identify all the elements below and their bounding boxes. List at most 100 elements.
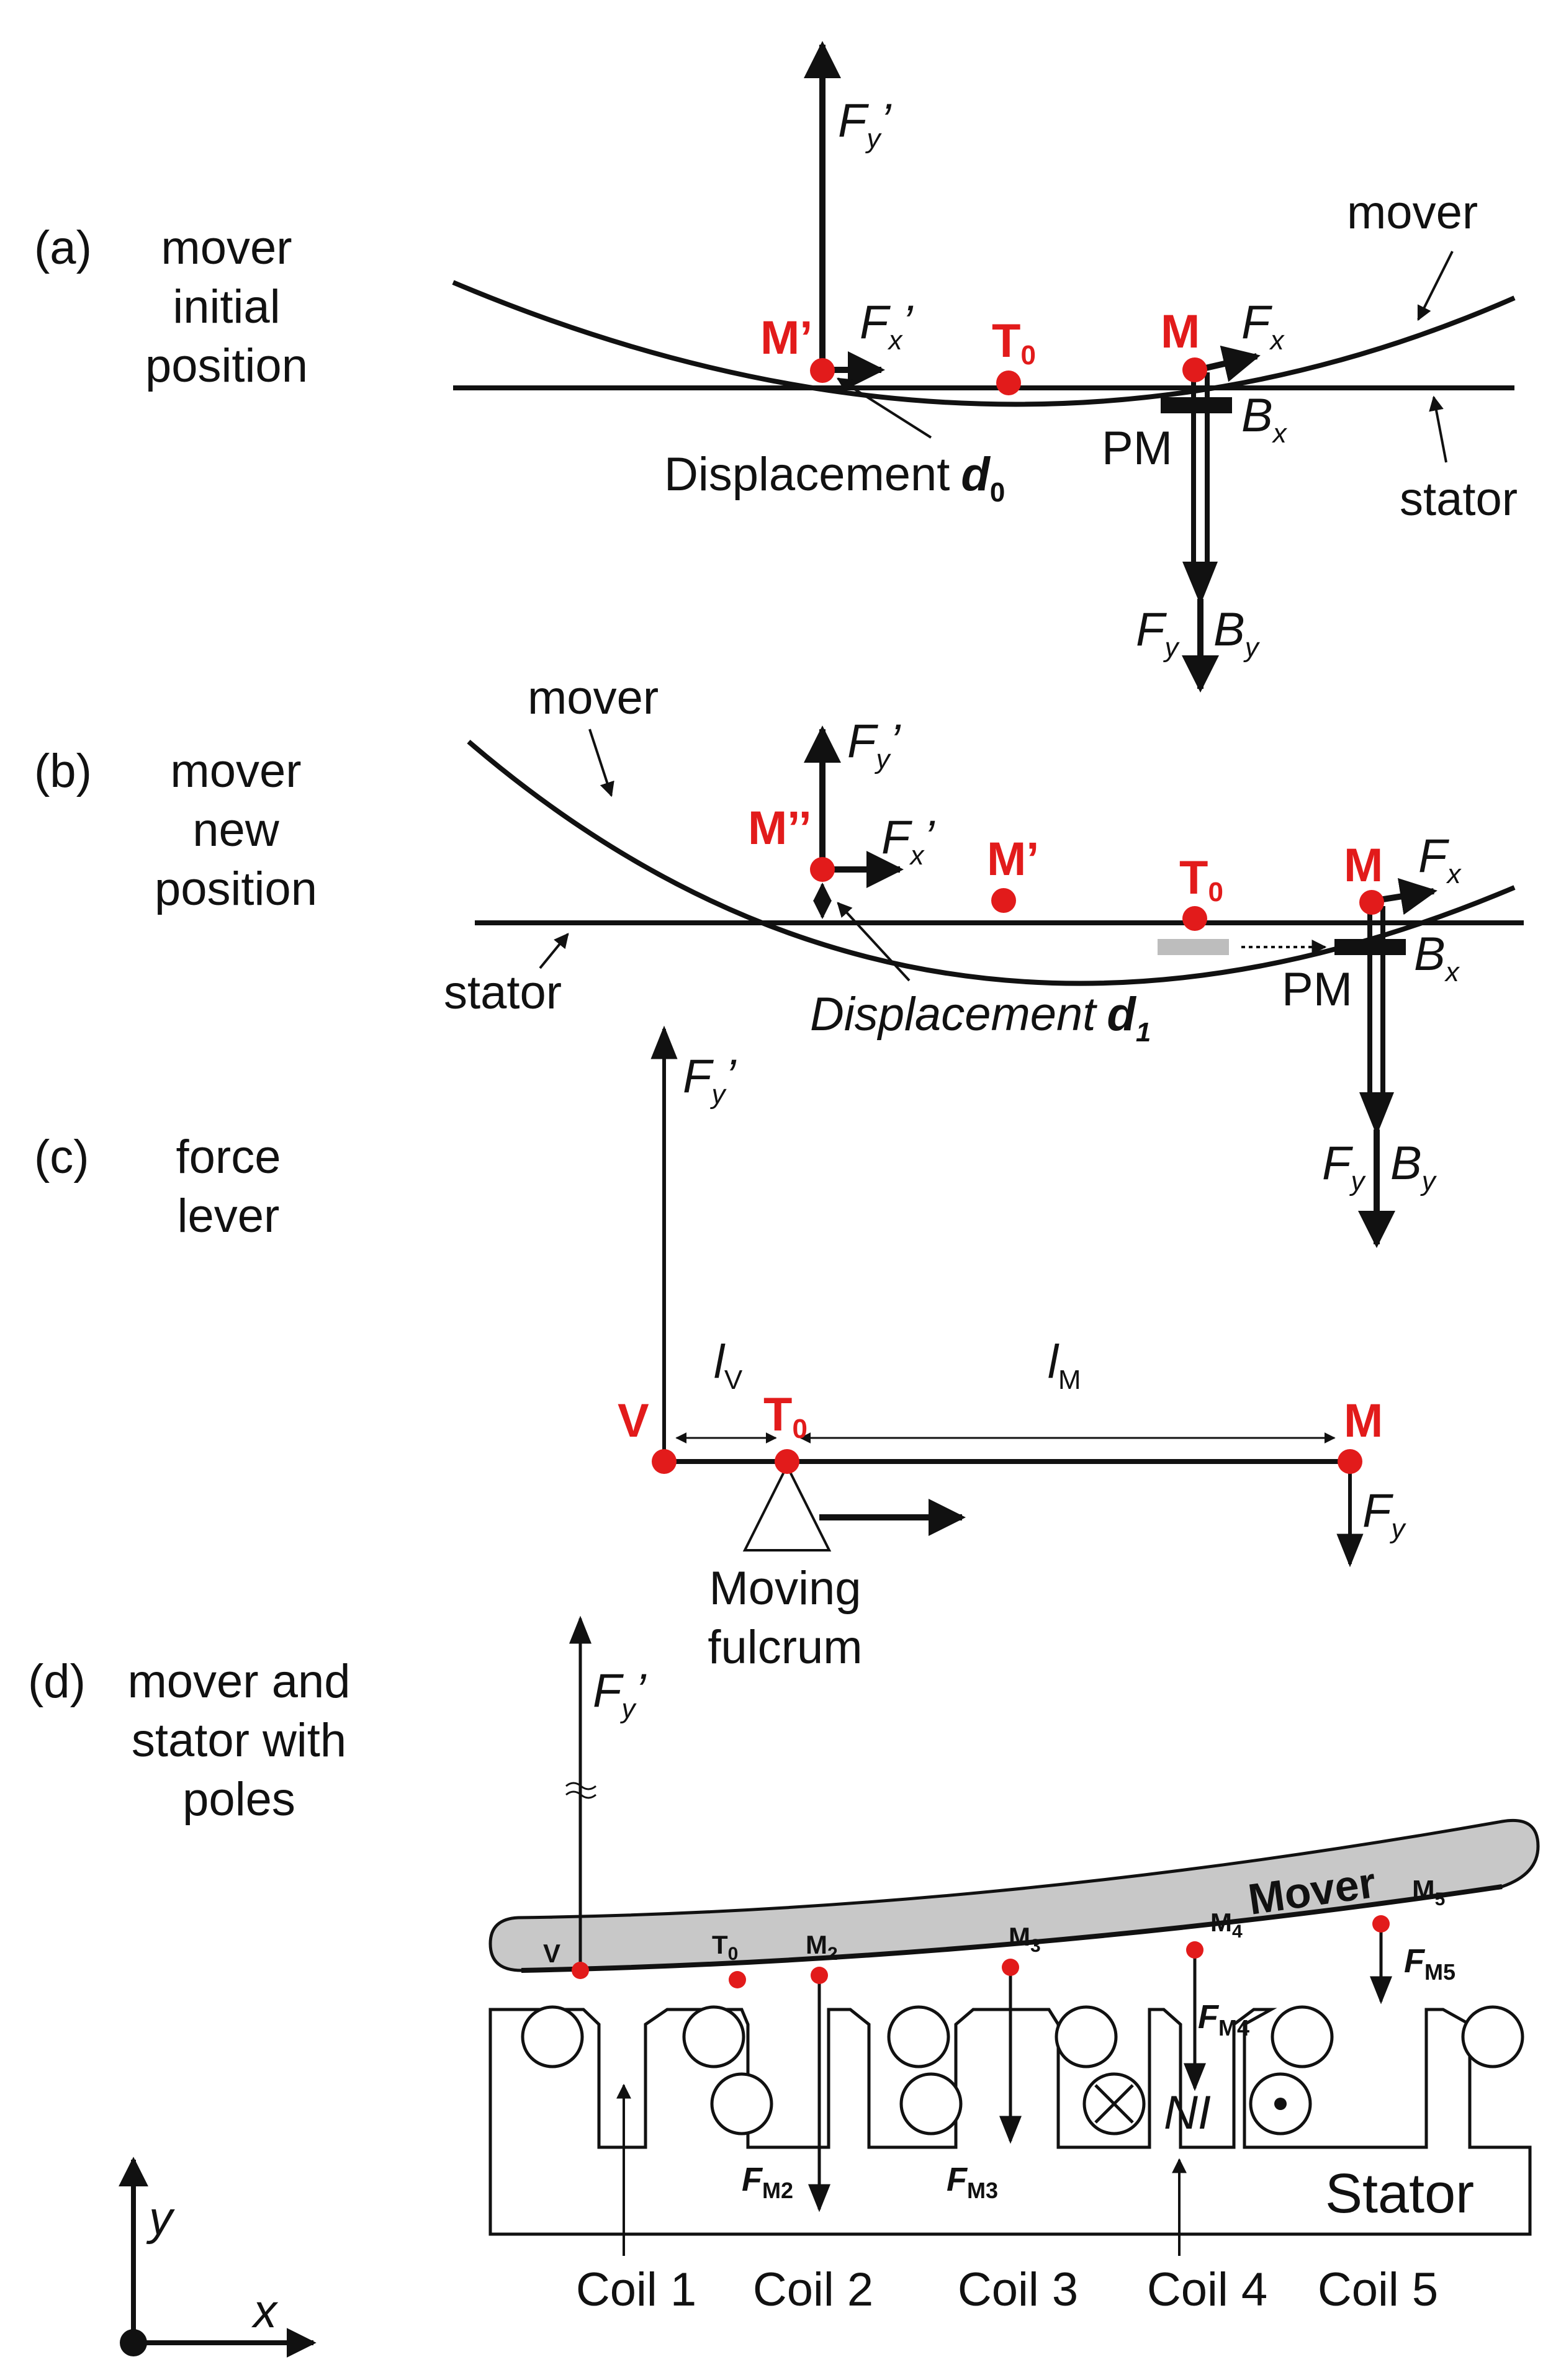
stator-pointer-a bbox=[1429, 395, 1447, 463]
point-m2-d bbox=[811, 1967, 828, 1984]
m4-label-d: M4 bbox=[1210, 1908, 1243, 1942]
panel-d: (d) mover and stator with poles Mover M5… bbox=[28, 1615, 1540, 2316]
fy-arrowhead-b bbox=[1359, 1092, 1394, 1136]
point-m-a bbox=[1182, 357, 1207, 382]
t0-label-c: T0 bbox=[763, 1388, 807, 1444]
fx-label-b: Fx bbox=[1418, 830, 1462, 889]
fy-arrowhead-a bbox=[1182, 562, 1218, 605]
fy-prime-label-b: Fy’ bbox=[847, 715, 901, 775]
mover-label-a: mover bbox=[1347, 186, 1478, 239]
v-label-d: V bbox=[543, 1939, 560, 1968]
panel-c-desc-1: force bbox=[176, 1131, 281, 1183]
point-m3-d bbox=[1002, 1959, 1019, 1976]
panel-c: (c) force lever Fy’ lV lM Moving fulcrum… bbox=[34, 1025, 1406, 1674]
point-m-c bbox=[1338, 1449, 1362, 1474]
panel-a-desc-2: initial bbox=[173, 281, 280, 333]
mover-curve-a bbox=[452, 280, 1516, 407]
displacement-pointer-b bbox=[837, 902, 911, 982]
stator-label-d: Stator bbox=[1325, 2163, 1474, 2225]
m-label-a: M bbox=[1161, 305, 1200, 358]
fx-label-a: Fx bbox=[1241, 296, 1285, 356]
panel-b-desc-2: new bbox=[192, 804, 280, 856]
by-label-a: By bbox=[1213, 603, 1261, 663]
t0-label-d: T0 bbox=[712, 1930, 738, 1964]
break-mark-icon bbox=[565, 1782, 596, 1799]
point-t0-a bbox=[996, 370, 1021, 395]
m2-label-d: M2 bbox=[806, 1930, 838, 1964]
m-label-b: M bbox=[1344, 839, 1383, 892]
x-axis-label: x bbox=[251, 2285, 279, 2338]
point-m5-d bbox=[1372, 1915, 1390, 1933]
point-m-dprime-b bbox=[810, 857, 835, 882]
coil4-conductor-a bbox=[1055, 2005, 1118, 2068]
coil6-conductor bbox=[1461, 2005, 1524, 2068]
coil3-conductor-b bbox=[899, 2072, 963, 2135]
panel-d-tag: (d) bbox=[28, 1655, 86, 1708]
m-prime-label-b: M’ bbox=[987, 833, 1039, 886]
point-t0-b bbox=[1182, 906, 1207, 931]
coil3-conductor-a bbox=[887, 2005, 950, 2068]
coil5-label: Coil 5 bbox=[1318, 2263, 1438, 2316]
pm-label-a: PM bbox=[1102, 422, 1172, 475]
origin-dot-icon bbox=[120, 2329, 147, 2356]
fm4-label-d: FM4 bbox=[1198, 1998, 1249, 2041]
coordinate-axes: y x bbox=[119, 2157, 317, 2358]
t0-label-a: T0 bbox=[992, 315, 1036, 370]
coil3-label: Coil 3 bbox=[958, 2263, 1078, 2316]
ni-label-d: NI bbox=[1164, 2086, 1211, 2139]
fulcrum-label-2-c: fulcrum bbox=[708, 1621, 862, 1674]
coil4-label: Coil 4 bbox=[1147, 2263, 1267, 2316]
bx-label-a: Bx bbox=[1241, 389, 1288, 449]
m5-label-d: M5 bbox=[1412, 1875, 1445, 1910]
lv-label-c: lV bbox=[714, 1336, 743, 1395]
bx-label-b: Bx bbox=[1414, 928, 1460, 987]
point-v-c bbox=[652, 1449, 677, 1474]
fulcrum-triangle-c bbox=[742, 1463, 832, 1551]
panel-b-desc-3: position bbox=[155, 863, 317, 915]
point-m-b bbox=[1359, 890, 1384, 915]
point-t0-d bbox=[729, 1971, 746, 1988]
mover-pointer-a bbox=[1417, 251, 1454, 321]
pm-old-position-b bbox=[1158, 939, 1229, 955]
point-t0-c bbox=[775, 1449, 799, 1474]
dot-icon bbox=[1274, 2098, 1287, 2110]
fm2-label-d: FM2 bbox=[742, 2161, 793, 2203]
panel-b-desc-1: mover bbox=[170, 745, 301, 797]
fy-prime-label-a: Fy’ bbox=[838, 94, 891, 154]
fy-prime-label-d: Fy’ bbox=[593, 1664, 646, 1724]
fm5-label-d: FM5 bbox=[1404, 1942, 1455, 1985]
m3-label-d: M3 bbox=[1009, 1922, 1041, 1956]
lm-label-c: lM bbox=[1048, 1336, 1081, 1395]
fy-label-c: Fy bbox=[1362, 1484, 1406, 1544]
mover-underside-d bbox=[521, 1884, 1503, 1973]
fy-label-b: Fy bbox=[1322, 1137, 1366, 1197]
point-m-prime-a bbox=[810, 358, 835, 383]
panel-a-desc-1: mover bbox=[161, 222, 292, 274]
coil1-label: Coil 1 bbox=[576, 2263, 696, 2316]
m-prime-label-a: M’ bbox=[760, 312, 812, 364]
coil1-conductor bbox=[521, 2005, 584, 2068]
panel-a: (a) mover initial position Fy’ Fx’ Fx PM… bbox=[34, 41, 1518, 693]
panel-d-desc-1: mover and bbox=[127, 1655, 350, 1708]
panel-b: (b) mover new position Fy’ Fx’ Fx PM Bx … bbox=[34, 671, 1524, 1248]
v-label-c: V bbox=[618, 1394, 649, 1447]
cross-icon-line-2 bbox=[1094, 2084, 1134, 2124]
coil2-conductor-a bbox=[682, 2005, 745, 2068]
pm-label-b: PM bbox=[1282, 963, 1352, 1016]
stator-label-a: stator bbox=[1400, 473, 1518, 526]
pm-block-a bbox=[1161, 397, 1232, 413]
panel-d-desc-3: poles bbox=[182, 1773, 295, 1826]
stator-pointer-b bbox=[539, 933, 569, 969]
fx-prime-label-b: Fx’ bbox=[881, 811, 935, 871]
m-label-c: M bbox=[1344, 1394, 1383, 1447]
by-label-b: By bbox=[1390, 1137, 1437, 1197]
panel-c-desc-2: lever bbox=[178, 1190, 280, 1242]
mover-label-b: mover bbox=[528, 671, 659, 724]
stator-label-b: stator bbox=[444, 966, 562, 1019]
coil5-conductor-a bbox=[1271, 2005, 1334, 2068]
displacement-pointer-a bbox=[836, 377, 932, 439]
point-v-d bbox=[572, 1962, 589, 1979]
coil2-conductor-b bbox=[710, 2072, 773, 2135]
